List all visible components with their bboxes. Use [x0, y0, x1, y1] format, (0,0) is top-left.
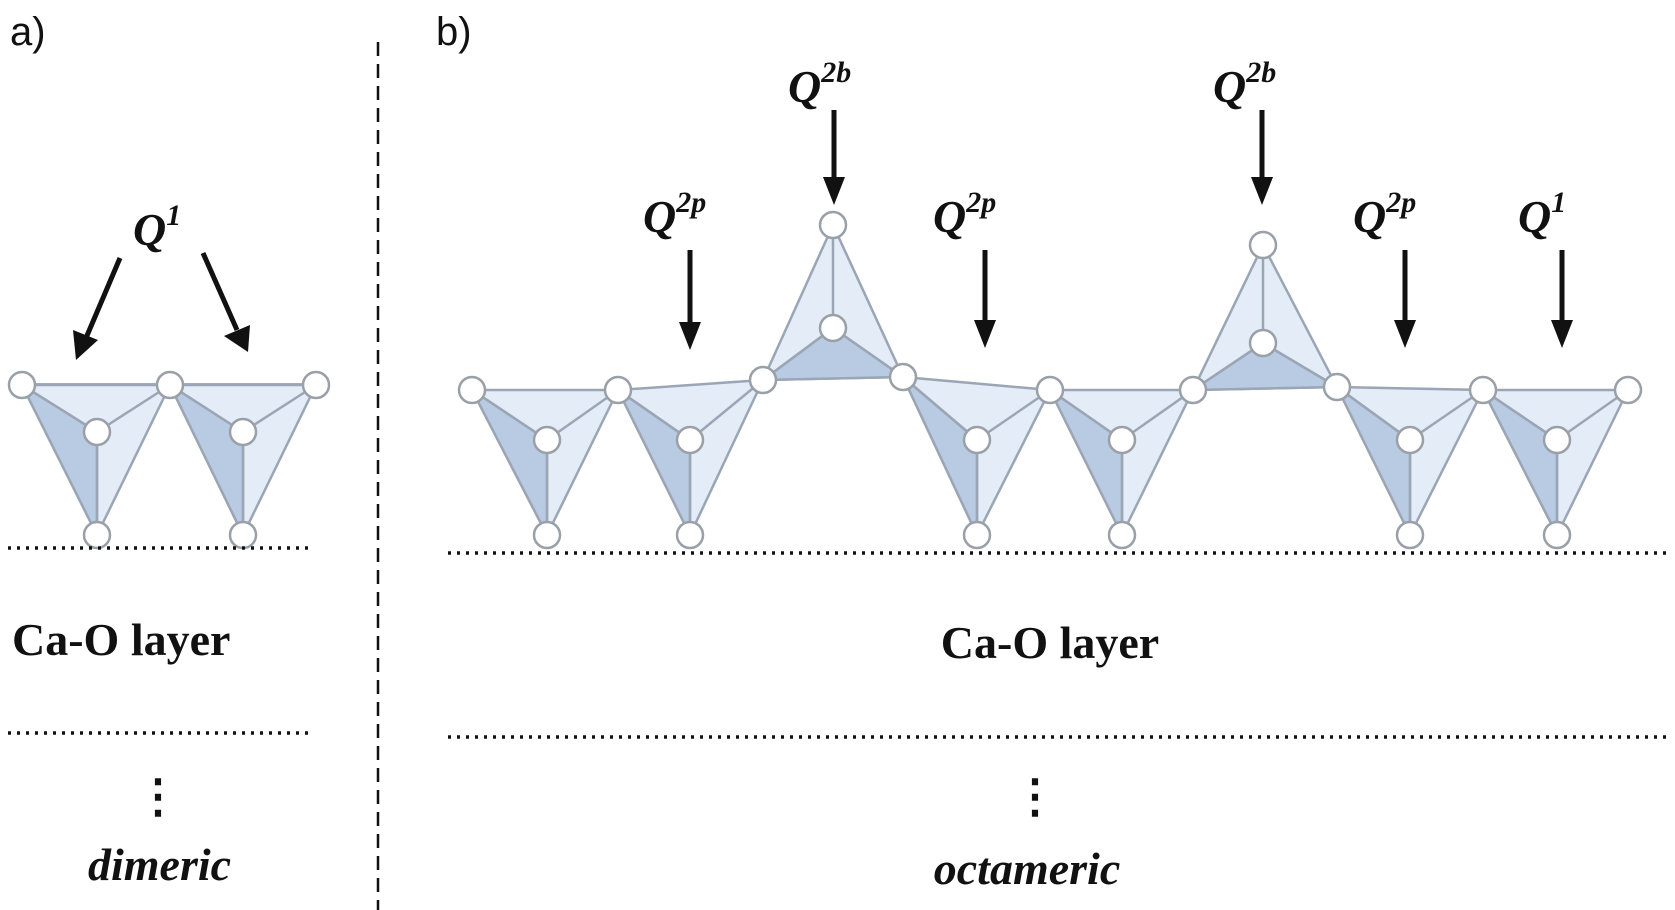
dimer-tetrahedra — [7, 370, 331, 550]
q-base: Q — [133, 204, 166, 255]
panel-b-q-label-5: Q2p — [1353, 186, 1416, 242]
panel-b-continuation-dots: ⋮ — [1012, 771, 1058, 822]
tetrahedron — [1047, 388, 1196, 538]
panel-b-q-label-2: Q2b — [788, 56, 851, 112]
q-superscript: 1 — [166, 199, 181, 232]
tetrahedron — [468, 386, 621, 538]
tetrahedron — [18, 381, 172, 538]
panel-a: a) Q1 — [7, 10, 331, 890]
panel-b-label: b) — [436, 10, 472, 54]
down-arrow — [1551, 250, 1573, 348]
panel-b-q-label-6: Q1 — [1518, 186, 1566, 242]
tetrahedron — [166, 381, 318, 538]
bridging-tetrahedron — [1188, 242, 1342, 392]
panel-b-arrows — [679, 110, 1573, 350]
bridging-tetrahedron — [759, 221, 907, 382]
oxygen-atoms — [7, 370, 331, 550]
panel-a-layer-label: Ca-O layer — [12, 614, 230, 665]
tetrahedron — [900, 375, 1052, 538]
down-arrow — [1394, 250, 1416, 348]
panel-a-continuation-dots: ⋮ — [135, 771, 181, 822]
panel-b: b) Q2p Q2b Q2p Q2b Q2p Q1 — [436, 10, 1670, 894]
panel-b-q-label-1: Q2p — [643, 186, 706, 242]
panel-a-arrow-right — [200, 251, 250, 352]
tetrahedron — [1480, 388, 1631, 538]
panel-a-label: a) — [10, 10, 46, 54]
tetrahedron — [616, 378, 766, 538]
oxygen-atoms — [457, 210, 1643, 550]
panel-b-layer-label: Ca-O layer — [941, 617, 1159, 668]
down-arrow — [1251, 110, 1273, 205]
panel-b-q-label-4: Q2b — [1213, 56, 1276, 112]
octameric-tetrahedra-chain — [457, 210, 1643, 550]
panel-a-arrow-left — [73, 257, 123, 360]
down-arrow — [974, 250, 996, 348]
tetrahedron — [1334, 385, 1486, 538]
down-arrow — [679, 250, 701, 350]
panel-b-chain-label: octameric — [934, 843, 1121, 894]
panel-a-q1-label: Q1 — [133, 199, 181, 255]
down-arrow — [823, 110, 845, 205]
panel-b-q-label-3: Q2p — [933, 186, 996, 242]
panel-a-chain-label: dimeric — [88, 839, 231, 890]
